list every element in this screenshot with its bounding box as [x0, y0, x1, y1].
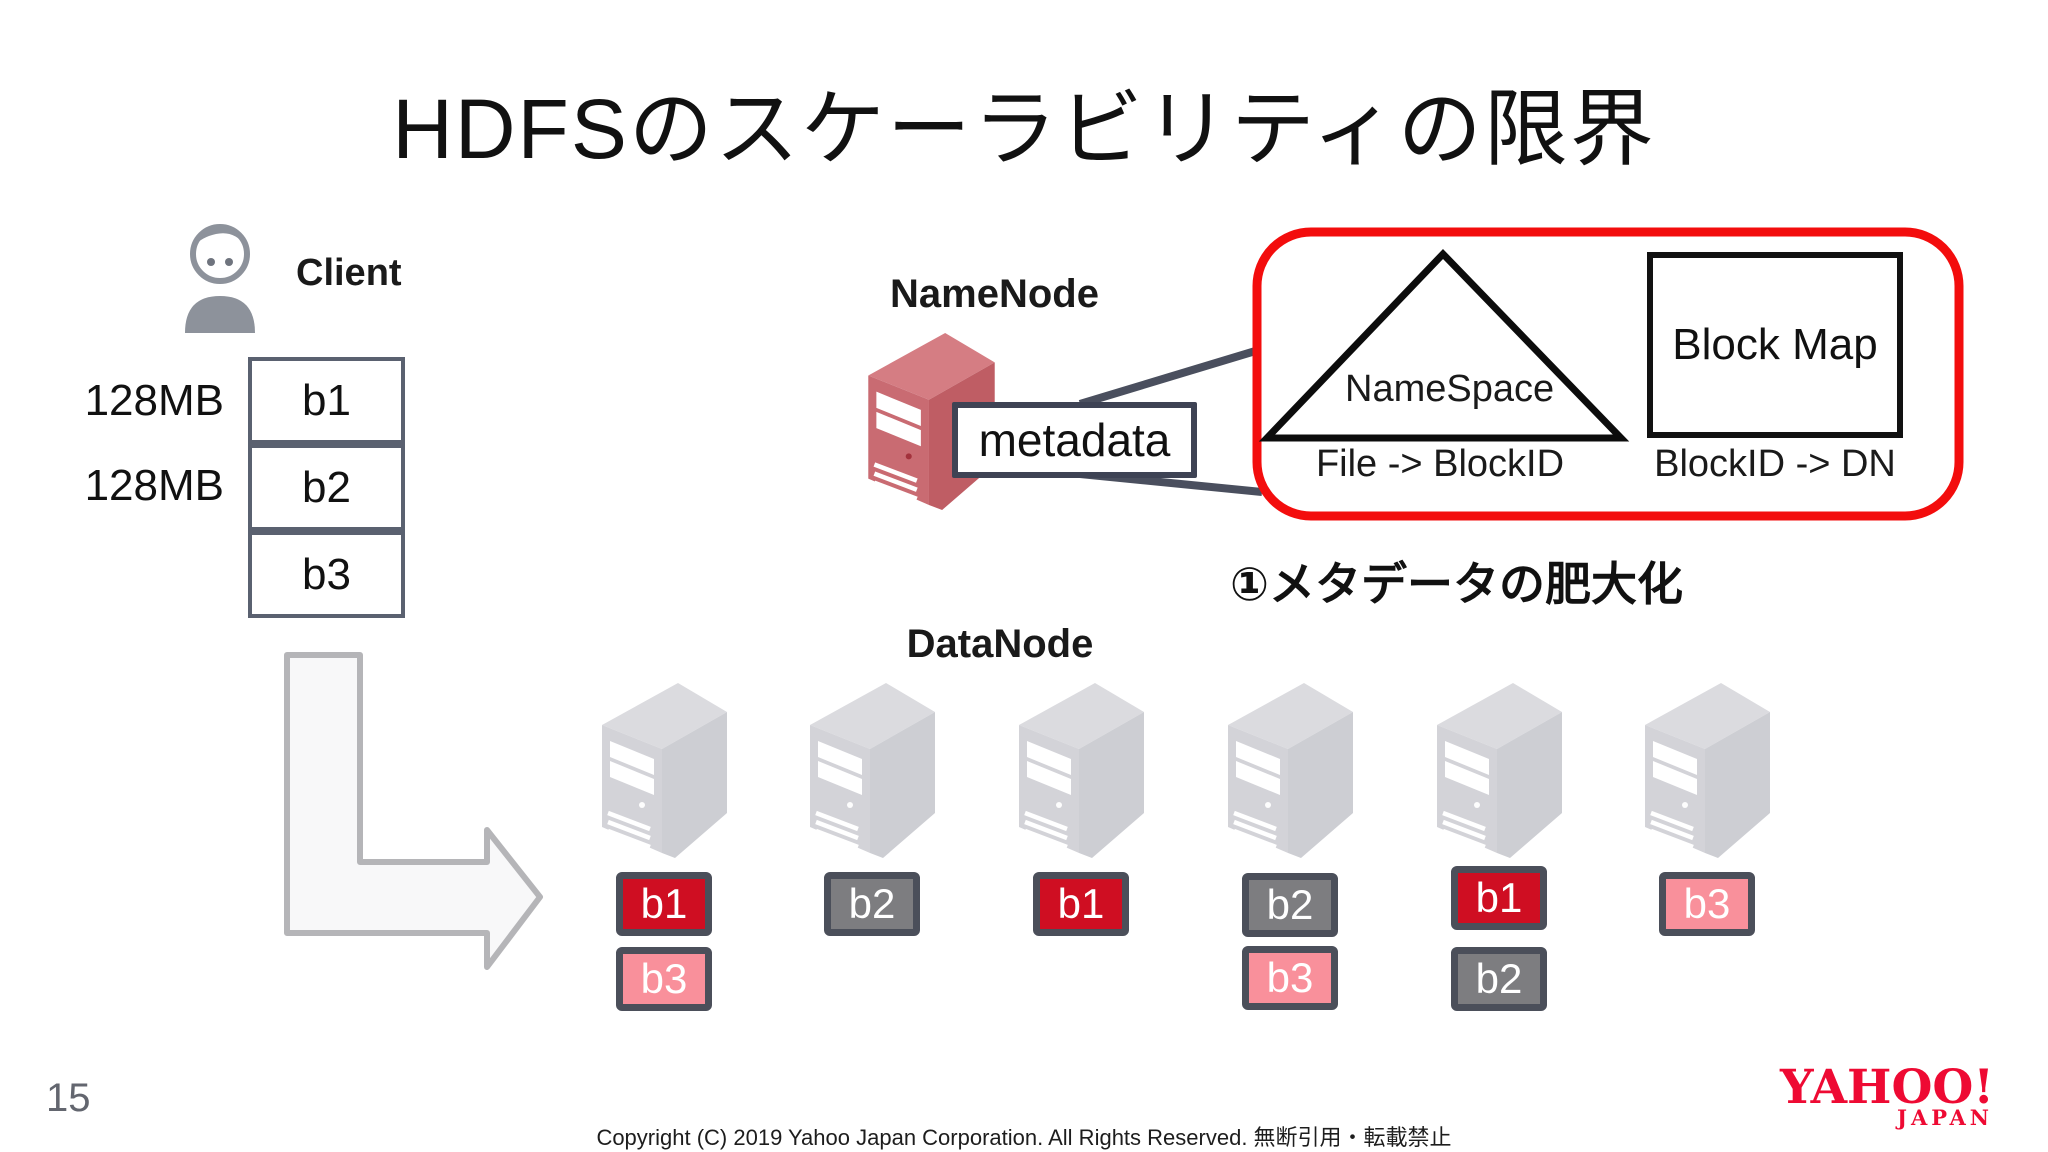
file-block-b2: b2 — [248, 444, 405, 531]
block-size-label: 128MB — [84, 376, 224, 425]
datanode-server-icon — [1228, 683, 1353, 858]
file-block-b1: b1 — [248, 357, 405, 444]
replica-block: b3 — [1242, 946, 1338, 1010]
page-title: HDFSのスケーラビリティの限界 — [392, 82, 1656, 176]
datanode-server-icon — [1645, 683, 1770, 858]
replica-block: b2 — [1451, 947, 1547, 1011]
copyright-text: Copyright (C) 2019 Yahoo Japan Corporati… — [596, 1125, 1452, 1150]
person-icon — [185, 224, 255, 333]
file-to-blockid-label: File -> BlockID — [1315, 443, 1565, 485]
blockmap-box: Block Map — [1647, 252, 1903, 438]
block-size-label: 128MB — [84, 461, 224, 510]
metadata-box: metadata — [952, 402, 1197, 478]
namespace-label: NameSpace — [1345, 368, 1555, 410]
yahoo-logo-sub: JAPAN — [1897, 1105, 1993, 1130]
file-block-b3: b3 — [248, 531, 405, 618]
replica-block: b3 — [1659, 872, 1755, 936]
replica-block: b1 — [1033, 872, 1129, 936]
yahoo-logo-main: YAHOO! — [1780, 1060, 1994, 1115]
flow-arrow — [284, 652, 543, 970]
replica-block: b1 — [616, 872, 712, 936]
connector-line-upper — [1078, 345, 1264, 408]
datanode-server-icon — [810, 683, 935, 858]
datanode-label: DataNode — [906, 622, 1094, 666]
client-label: Client — [296, 252, 402, 294]
namenode-label: NameNode — [890, 272, 1099, 316]
replica-block: b3 — [616, 947, 712, 1011]
datanode-server-icon — [1437, 683, 1562, 858]
replica-block: b2 — [1242, 873, 1338, 937]
blockid-to-dn-label: BlockID -> DN — [1654, 443, 1896, 485]
namespace-triangle — [1258, 248, 1630, 442]
page-number: 15 — [46, 1076, 91, 1120]
replica-block: b1 — [1451, 866, 1547, 930]
replica-block: b2 — [824, 872, 920, 936]
metadata-bloat-annotation: ①メタデータの肥大化 — [1230, 558, 1683, 610]
datanode-server-icon — [602, 683, 727, 858]
datanode-server-icon — [1019, 683, 1144, 858]
yahoo-japan-logo: YAHOO! JAPAN — [1775, 1064, 1999, 1128]
